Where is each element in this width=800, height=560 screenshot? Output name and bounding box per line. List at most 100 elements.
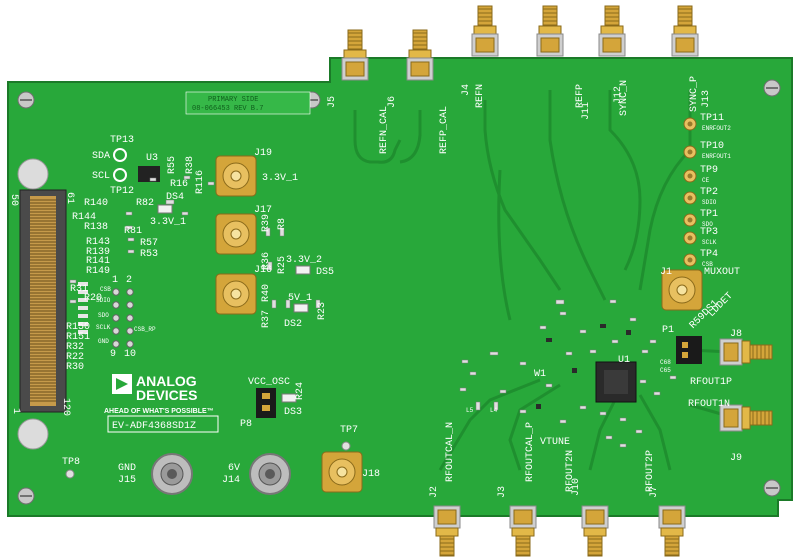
r151-label: R151	[66, 332, 90, 343]
testpoint-signal-tp9: CE	[702, 177, 710, 184]
r57-label: R57	[140, 238, 158, 249]
board-rev-label: 08-066453 REV B.7	[192, 105, 263, 113]
tp8-label: TP8	[62, 457, 80, 468]
r141-label: R141	[86, 256, 110, 267]
r36-label: R36	[261, 252, 272, 270]
j14-label: J14	[222, 475, 240, 486]
hdr-pin2-label: 2	[126, 275, 132, 286]
r24-label: R24	[295, 382, 306, 400]
sma-j3	[509, 505, 537, 557]
r116-label: R116	[195, 170, 206, 194]
l4-label: L4	[490, 407, 498, 414]
testpoint-signal-tp10: ENRFOUT1	[702, 153, 731, 160]
sma-j18	[321, 451, 363, 493]
ds4-voltage: 3.3V_1	[150, 217, 186, 228]
w1-label: W1	[534, 369, 546, 380]
testpoint-signal-tp3: SCLK	[702, 239, 717, 246]
j15-signal: GND	[118, 463, 136, 474]
r144-label: R144	[72, 212, 96, 223]
fmc-connector	[19, 189, 67, 413]
sma-j8	[719, 338, 773, 366]
j12-signal: SYNC_N	[619, 80, 630, 116]
r143-label: R143	[86, 237, 110, 248]
vtune-label: VTUNE	[540, 437, 570, 448]
hdr-pin1-label: 1	[112, 275, 118, 286]
sma-j10	[581, 505, 609, 557]
j8-label: J8	[730, 329, 742, 340]
bottom-edge-smas	[433, 505, 686, 557]
product-id-box	[107, 415, 219, 433]
ds4-label: DS4	[166, 192, 184, 203]
testpoint-label-tp11: TP11	[700, 113, 724, 124]
testpoint-signal-tp1: SDO	[702, 221, 713, 228]
tp7-post	[341, 441, 351, 451]
csb-label: CSB	[100, 286, 111, 293]
j13-signal: SYNC_P	[689, 76, 700, 112]
banana-jack-j15	[151, 453, 193, 495]
r25-label: R25	[277, 256, 288, 274]
r23-label: R23	[317, 302, 328, 320]
j8-signal: RFOUT1P	[690, 377, 732, 388]
top-edge-smas	[341, 5, 699, 81]
j12-label: J12	[613, 86, 624, 104]
hdr-pin9-label: 9	[110, 349, 116, 360]
j6-signal: REFP_CAL	[439, 106, 450, 154]
r16-label: R16	[170, 179, 188, 190]
j3-signal: RFOUTCAL_P	[525, 422, 536, 482]
r40-label: R40	[261, 284, 272, 302]
j17-label: J17	[254, 205, 272, 216]
rev-box	[185, 91, 311, 115]
r140-label: R140	[84, 198, 108, 209]
vcc-osc-label: VCC_OSC	[248, 377, 290, 388]
ds2-label: DS2	[284, 319, 302, 330]
testpoint-label-tp9: TP9	[700, 165, 718, 176]
j10-signal: RFOUT2N	[565, 450, 576, 492]
j10-label: J10	[571, 478, 582, 496]
sma-j19	[215, 155, 257, 197]
j5-signal: REFN_CAL	[379, 106, 390, 154]
adi-logo	[112, 374, 132, 394]
l5-label: L5	[466, 407, 474, 414]
tp12-label: TP12	[110, 186, 134, 197]
ds5-voltage: 3.3V_2	[286, 255, 322, 266]
scl-label: SCL	[92, 171, 110, 182]
j2-label: J2	[429, 486, 440, 498]
testpoint-signal-tp4: CSB	[702, 261, 713, 268]
spi-header	[78, 282, 134, 348]
j4-signal: REFN	[475, 84, 486, 108]
testpoint-label-tp4: TP4	[700, 249, 718, 260]
u1-ic	[595, 361, 637, 403]
conn-pin120-label: 120	[60, 398, 71, 416]
r38-label: R38	[185, 156, 196, 174]
r37-label: R37	[261, 310, 272, 328]
r31-label: R31	[70, 284, 88, 295]
j14-signal: 6V	[228, 463, 240, 474]
j13-label: J13	[701, 90, 712, 108]
tp12-ring	[113, 168, 127, 182]
j19-signal: 3.3V_1	[262, 173, 298, 184]
j2-signal: RFOUTCAL_N	[445, 422, 456, 482]
p1-label: P1	[662, 325, 674, 336]
testpoint-signal-tp2: SDIO	[702, 199, 717, 206]
ds3-label: DS3	[284, 407, 302, 418]
sma-j7	[658, 505, 686, 557]
sma-j1	[661, 269, 703, 311]
sma-j2	[433, 505, 461, 557]
sma-j16	[215, 273, 257, 315]
j18-label: J18	[362, 469, 380, 480]
tp13-label: TP13	[110, 135, 134, 146]
r30-label: R30	[66, 362, 84, 373]
r20-label: R20	[84, 293, 102, 304]
logo-devices: DEVICES	[136, 387, 197, 403]
testpoint-label-tp3: TP3	[700, 227, 718, 238]
r139-label: R139	[86, 247, 110, 258]
conn-pin61-label: 61	[64, 192, 75, 204]
u3-label: U3	[146, 153, 158, 164]
testpoint-labels: TP11ENRFOUT2TP10ENRFOUT1TP9CETP2SDIOTP1S…	[700, 113, 731, 268]
hdr-pin10-label: 10	[124, 349, 136, 360]
header-p1	[676, 336, 702, 364]
testpoint-signal-tp11: ENRFOUT2	[702, 125, 731, 132]
led-ds3	[281, 393, 297, 403]
sda-label: SDA	[92, 151, 110, 162]
right-edge-smas	[719, 338, 773, 432]
